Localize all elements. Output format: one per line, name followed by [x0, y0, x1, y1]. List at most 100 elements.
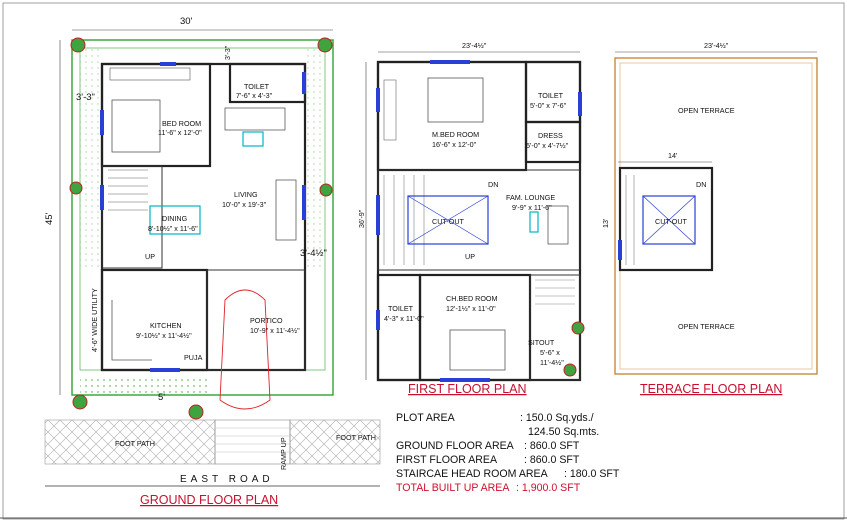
road-label: EAST ROAD	[180, 474, 274, 485]
gf-window-1	[160, 62, 176, 66]
area-summary: PLOT AREA : 150.0 Sq.yds./ 124.50 Sq.mts…	[396, 412, 620, 494]
plot-boundary	[71, 39, 334, 396]
foot-path-left	[44, 419, 216, 465]
ff-dress-size: 5'-0" x 4'-7½"	[526, 141, 569, 150]
gf-toilet-name: TOILET	[244, 82, 270, 91]
ff-up: UP	[465, 252, 475, 261]
gf-window-5	[100, 185, 104, 210]
gf-setback-top-dim: 3'-3"	[223, 45, 232, 60]
total-area-value: : 1,900.0 SFT	[516, 482, 581, 494]
first-area-label: FIRST FLOOR AREA	[396, 454, 498, 466]
bed-furniture	[111, 99, 161, 153]
ff-toilet1-size: 5'-0" x 7'-6"	[530, 101, 567, 110]
ramp-label: RAMP UP	[279, 437, 288, 470]
foot-path-right	[289, 419, 381, 465]
ff-toilet2-walls	[376, 273, 422, 382]
lounge-table	[529, 211, 539, 233]
ramp-area	[214, 419, 291, 465]
plot-area-value: : 150.0 Sq.yds./	[520, 412, 594, 424]
chbed-bed	[449, 329, 506, 371]
plot-area-label: PLOT AREA	[396, 412, 456, 424]
ff-title: FIRST FLOOR PLAN	[408, 382, 527, 396]
tf-cutout-label: CUT-OUT	[655, 217, 688, 226]
stair-block	[101, 165, 163, 269]
tf-headroom-walls	[618, 166, 714, 272]
tf-cutout-cross	[642, 195, 696, 245]
ff-window-2	[578, 92, 582, 116]
ff-dress-name: DRESS	[538, 131, 563, 140]
front-garden	[80, 375, 210, 397]
ground-floor-plan: 30' 45' 3'-3" 3'-3" 3'-4½" 5' TOILET 7'-…	[44, 16, 381, 507]
ff-window-3	[376, 88, 380, 112]
gf-setback-left-dim: 3'-3"	[76, 92, 95, 103]
bedroom-walls	[100, 62, 212, 168]
ff-toilet2-size: 4'-3" x 11'-0"	[384, 314, 424, 323]
first-area-value: : 860.0 SFT	[524, 454, 580, 466]
chbed-walls	[418, 273, 532, 382]
ff-lounge-name: FAM. LOUNGE	[506, 193, 555, 202]
ground-area-value: : 860.0 SFT	[524, 440, 580, 452]
gf-kitchen-name: KITCHEN	[150, 321, 182, 330]
tf-width-dim: 23'-4½"	[704, 41, 729, 50]
gf-window-6	[150, 368, 180, 372]
gf-bedroom-name: BED ROOM	[162, 119, 201, 128]
gf-kitchen-size: 9'-10½" x 11'-4½"	[136, 331, 192, 340]
tf-cutout-box	[642, 195, 696, 245]
stair-area-value: : 180.0 SFT	[564, 468, 620, 480]
gf-window-3	[100, 110, 104, 135]
mbed-bed	[427, 77, 484, 123]
tf-open-terrace-1: OPEN TERRACE	[678, 106, 735, 115]
ff-depth-dim: 36'-9"	[357, 209, 366, 228]
gf-toilet-size: 7'-6" x 4'-3"	[236, 91, 273, 100]
gf-setback-right-dim: 3'-4½"	[300, 248, 327, 259]
gf-puja: PUJA	[184, 353, 203, 362]
ff-sitout-name: SITOUT	[528, 338, 555, 347]
ff-window-5	[376, 310, 380, 330]
gf-depth-dim: 45'	[44, 212, 55, 225]
sheet-frame	[2, 2, 845, 520]
ff-chbed-name: CH.BED ROOM	[446, 294, 498, 303]
ff-stair-treads	[383, 175, 425, 265]
gf-title: GROUND FLOOR PLAN	[140, 493, 278, 507]
ff-lounge-size: 9'-9" x 11'-6"	[512, 203, 552, 212]
car-icon	[219, 289, 271, 410]
ff-window-4	[376, 195, 380, 235]
gf-dining-size: 8'-10½" x 11'-6"	[148, 224, 198, 233]
lounge-sofa	[547, 205, 569, 245]
ff-window-6	[440, 378, 490, 382]
foot-path-left-label: FOOT PATH	[115, 439, 155, 448]
dining-table	[149, 205, 201, 235]
ff-cutout-label: CUT-OUT	[432, 217, 465, 226]
plot-area-value2: 124.50 Sq.mts.	[528, 426, 599, 438]
ff-toilet2-name: TOILET	[388, 304, 414, 313]
plant-icon	[188, 404, 204, 420]
foot-path-right-label: FOOT PATH	[336, 433, 376, 442]
ff-cutout-cross	[407, 195, 489, 245]
sofa	[224, 107, 286, 131]
tf-open-terrace-2: OPEN TERRACE	[678, 322, 735, 331]
gf-window-2	[302, 72, 306, 94]
tf-stair-lines	[625, 175, 635, 265]
tf-dn: DN	[696, 180, 706, 189]
gf-portico-name: PORTICO	[250, 316, 283, 325]
wardrobe	[109, 67, 191, 81]
stair-treads	[108, 169, 148, 211]
tf-window	[618, 240, 622, 260]
first-floor-plan: 23'-4½" 36'-9" M.BED ROOM 16'-6" x 12'-0…	[357, 41, 585, 396]
gf-living-name: LIVING	[234, 190, 258, 199]
ff-window-1	[430, 60, 470, 64]
plant-icon	[317, 37, 333, 53]
plant-icon	[69, 181, 83, 195]
ff-sitout-size1: 5'-6" x	[540, 348, 560, 357]
gf-living-size: 10'-0" x 19'-3"	[222, 200, 267, 209]
tf-parapet-outer	[614, 57, 818, 375]
gf-window-4	[302, 185, 306, 220]
plant-icon	[72, 394, 88, 410]
plant-icon	[563, 363, 577, 377]
inner-setback-line	[79, 47, 326, 371]
ff-sitout-size2: 11'-4½"	[540, 358, 564, 367]
gf-front-dim: 5'	[158, 392, 165, 403]
ff-dn: DN	[488, 180, 498, 189]
right-garden	[305, 48, 325, 268]
